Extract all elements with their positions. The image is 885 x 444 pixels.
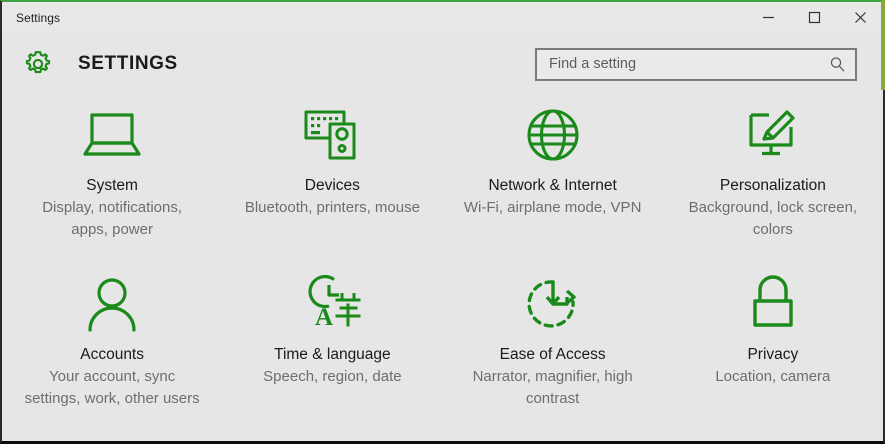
laptop-icon	[81, 103, 143, 167]
tile-description: Speech, region, date	[263, 368, 402, 386]
tile-title: Time & language	[274, 346, 391, 363]
svg-text:A: A	[315, 304, 333, 331]
settings-tile-time-language[interactable]: A Time & language Speech, region, date	[222, 260, 442, 441]
search-box[interactable]	[535, 47, 857, 81]
maximize-icon	[808, 11, 821, 24]
maximize-button[interactable]	[791, 2, 837, 33]
monitor-paintbrush-icon	[742, 103, 804, 167]
search-icon[interactable]	[827, 54, 847, 74]
tile-title: Devices	[304, 177, 360, 194]
accessibility-circle-icon	[523, 272, 583, 336]
settings-grid: System Display, notifications, apps, pow…	[2, 95, 883, 441]
window-edge-accent-strip	[881, 0, 885, 90]
tile-description: Location, camera	[715, 368, 831, 386]
settings-tile-system[interactable]: System Display, notifications, apps, pow…	[2, 95, 222, 260]
tile-title: Network & Internet	[488, 177, 617, 194]
gear-icon	[18, 44, 58, 84]
tile-description: Your account, sync settings, work, other…	[24, 368, 200, 407]
settings-tile-devices[interactable]: Devices Bluetooth, printers, mouse	[222, 95, 442, 260]
search-input[interactable]	[549, 56, 827, 72]
settings-tile-accounts[interactable]: Accounts Your account, sync settings, wo…	[2, 260, 222, 441]
settings-tile-network[interactable]: Network & Internet Wi-Fi, airplane mode,…	[443, 95, 663, 260]
keyboard-speaker-icon	[301, 103, 363, 167]
tile-title: Privacy	[747, 346, 799, 363]
settings-header: SETTINGS	[2, 33, 883, 95]
person-icon	[84, 272, 140, 336]
close-button[interactable]	[837, 2, 883, 33]
window-title: Settings	[16, 10, 61, 25]
tile-description: Narrator, magnifier, high contrast	[472, 368, 633, 407]
tile-description: Wi-Fi, airplane mode, VPN	[463, 199, 642, 217]
settings-tile-privacy[interactable]: Privacy Location, camera	[663, 260, 883, 441]
title-bar: Settings	[2, 0, 885, 90]
settings-tile-personalization[interactable]: Personalization Background, lock screen,…	[663, 95, 883, 260]
tile-title: System	[86, 177, 138, 194]
tile-title: Accounts	[80, 346, 144, 363]
tile-title: Ease of Access	[499, 346, 606, 363]
settings-tile-ease-of-access[interactable]: Ease of Access Narrator, magnifier, high…	[443, 260, 663, 441]
tile-description: Background, lock screen, colors	[688, 199, 858, 238]
close-icon	[854, 11, 867, 24]
page-title: SETTINGS	[78, 53, 178, 74]
lock-icon	[746, 272, 800, 336]
tile-title: Personalization	[719, 177, 826, 194]
window-controls	[745, 2, 883, 33]
minimize-button[interactable]	[745, 2, 791, 33]
tile-description: Display, notifications, apps, power	[42, 199, 183, 238]
tile-description: Bluetooth, printers, mouse	[244, 199, 420, 217]
clock-language-icon: A	[301, 272, 363, 336]
globe-icon	[524, 103, 582, 167]
minimize-icon	[762, 11, 775, 24]
